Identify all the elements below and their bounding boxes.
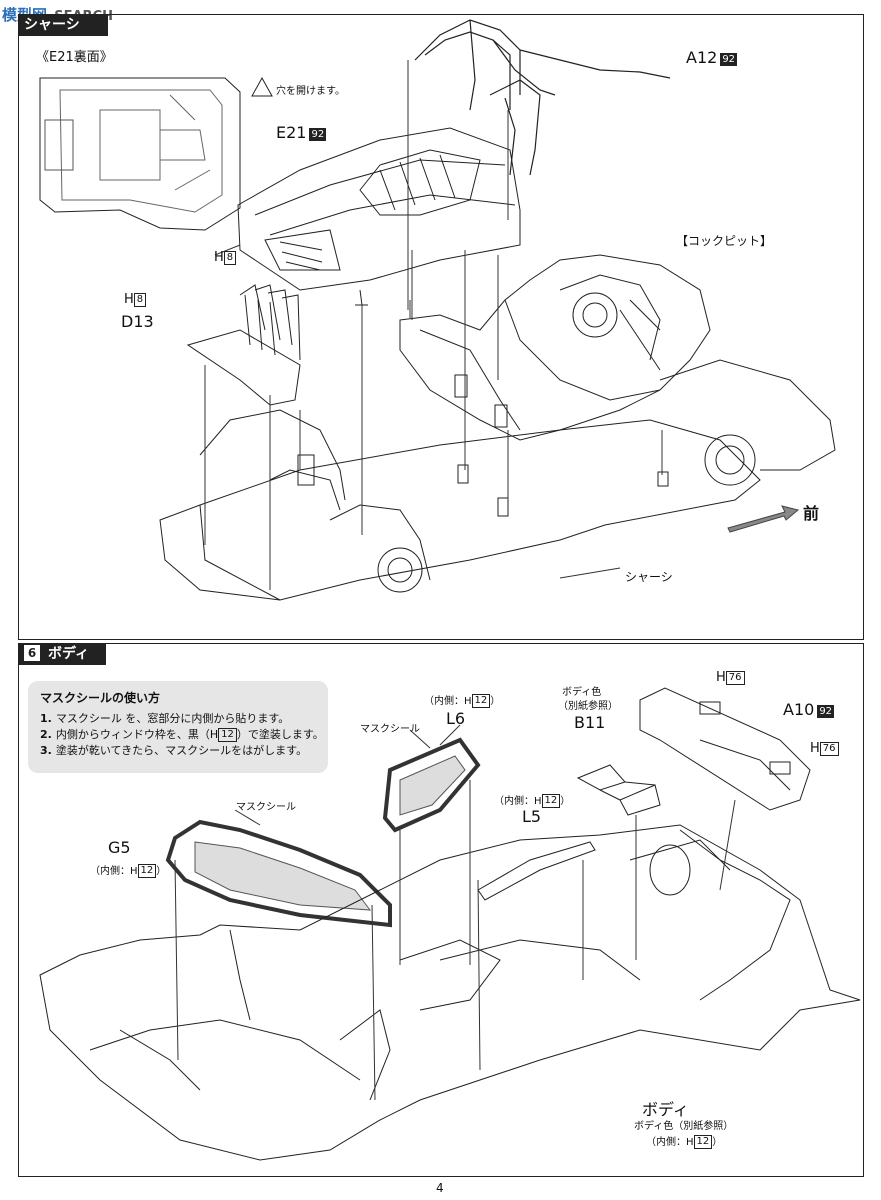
cockpit-tub-drawing [399,254,711,441]
body-shell-drawing [39,824,861,1161]
section-6-frame [18,643,864,1177]
label-d13: D13 [121,312,154,331]
section-5-header: シャーシ [18,14,108,36]
front-arrow-icon [727,505,800,533]
label-b11-color: ボディ色 [562,687,602,698]
label-body: ボディ [642,1100,689,1119]
section-6-number: 6 [24,645,40,661]
warning-text: 穴を開けます。 [276,86,345,97]
label-b11: B11 [574,713,606,732]
label-b11-ref: （別紙参照） [558,701,618,712]
label-g5: G5 [108,838,131,857]
label-l5: L5 [522,807,542,826]
label-body-color: ボディ色（別紙参照） [634,1121,734,1132]
section-6-header: 6 ボディ [18,643,106,665]
label-mask-seal-g5: マスクシール [236,802,296,813]
page-number: 4 [436,1181,444,1195]
window-l6-drawing [382,737,481,833]
label-mask-seal-l6: マスクシール [360,724,420,735]
part-l5-drawing [477,841,596,901]
part-d13-drawing [186,284,301,406]
section-5-title: シャーシ [24,17,80,33]
chassis-floor-drawing [159,359,836,601]
label-l6: L6 [446,709,466,728]
section-6-title: ボディ [48,646,90,662]
instructions-title: マスクシールの使い方 [40,691,161,705]
part-b11-drawing [576,764,661,816]
rear-wing-a10-drawing [639,687,811,811]
label-chassis: シャーシ [625,570,673,584]
inset-title: 《E21裏面》 [36,50,113,65]
e21-underside-drawing [39,77,241,231]
label-front: 前 [803,504,820,523]
window-g5-drawing [165,819,392,928]
section-5-frame [18,14,864,640]
roll-cage-a12-drawing [414,19,671,176]
label-cockpit: 【コックピット】 [676,234,773,248]
engine-cover-e21-drawing [237,127,521,306]
instruction-step-3: 3.塗装が乾いてきたら、マスクシールをはがします。 [40,744,308,757]
mask-seal-instructions: マスクシールの使い方 1.マスクシール を、窓部分に内側から貼ります。 2.内側… [28,681,328,773]
instruction-step-1: 1.マスクシール を、窓部分に内側から貼ります。 [40,712,290,725]
warning-icon [251,76,273,97]
